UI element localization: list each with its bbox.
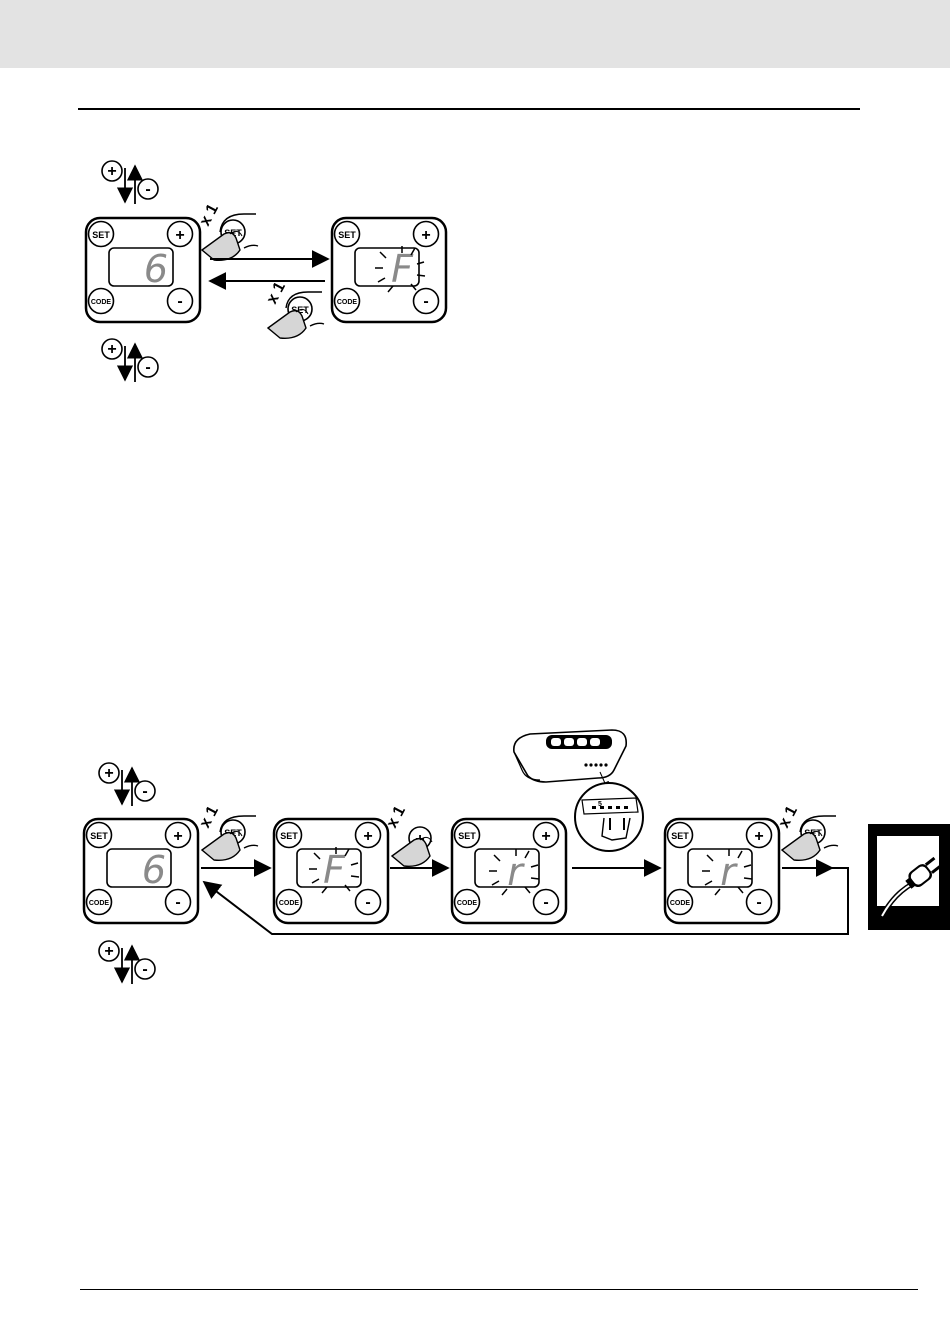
panel-bottom-2: SET + CODE - F: [274, 819, 388, 923]
display-digit: r: [720, 850, 738, 894]
plus-symbol: +: [107, 163, 116, 180]
set-button-label: SET: [338, 230, 356, 240]
code-button-label: CODE: [457, 900, 478, 907]
panel-bottom-1: SET + CODE - 6: [84, 819, 198, 923]
minus-button-label: -: [175, 894, 180, 911]
code-button-label: CODE: [337, 299, 358, 306]
times-one-label: x 1: [197, 201, 222, 229]
plus-button-label: +: [541, 828, 550, 845]
minus-button-label: -: [423, 293, 428, 310]
press-set-step4: x 1 SET: [776, 803, 838, 860]
code-button-label: CODE: [89, 900, 110, 907]
times-one-label: x 1: [264, 279, 289, 307]
plus-symbol: +: [107, 341, 116, 358]
plus-symbol: +: [104, 943, 113, 960]
code-button-label: CODE: [279, 900, 300, 907]
set-button-label: SET: [458, 831, 476, 841]
panel-top-left: SET + CODE - 6: [86, 218, 200, 322]
minus-button-label: -: [543, 894, 548, 911]
plus-button-label: +: [421, 227, 430, 244]
minus-button-label: -: [365, 894, 370, 911]
top-adjust-arrows-2: + -: [102, 339, 158, 382]
plus-button-label: +: [754, 828, 763, 845]
panel-bottom-3: SET + CODE - r: [452, 819, 566, 923]
minus-symbol: -: [142, 961, 147, 978]
minus-button-label: -: [177, 293, 182, 310]
plus-button-label: +: [175, 227, 184, 244]
minus-symbol: -: [142, 783, 147, 800]
code-button-label: CODE: [670, 900, 691, 907]
bottom-adjust-arrows-1: + -: [99, 763, 155, 806]
plus-symbol: +: [104, 765, 113, 782]
set-button-label: SET: [92, 230, 110, 240]
times-one-label: x 1: [776, 803, 801, 831]
press-plus-step2: x 1 +: [384, 803, 432, 866]
set-button-label: SET: [280, 831, 298, 841]
display-digit: 6: [142, 848, 166, 892]
panel-top-right: SET + CODE - F: [332, 218, 446, 322]
display-digit: F: [323, 848, 346, 892]
press-set-forward: x 1 SET: [197, 201, 258, 260]
minus-symbol: -: [145, 181, 150, 198]
display-digit: 6: [144, 247, 168, 291]
display-digit: r: [507, 850, 525, 894]
top-adjust-arrows-1: + -: [102, 161, 158, 204]
plus-button-label: +: [173, 828, 182, 845]
times-one-label: x 1: [197, 803, 222, 831]
panel-bottom-4: SET + CODE - r: [665, 819, 779, 923]
code-button-label: CODE: [91, 299, 112, 306]
plus-button-label: +: [363, 828, 372, 845]
set-button-label: SET: [671, 831, 689, 841]
minus-button-label: -: [756, 894, 761, 911]
set-button-label: SET: [90, 831, 108, 841]
minus-symbol: -: [145, 359, 150, 376]
press-set-step1: x 1 SET: [197, 803, 258, 860]
press-set-back: x 1 SET: [264, 279, 324, 338]
bottom-adjust-arrows-2: + -: [99, 941, 155, 984]
